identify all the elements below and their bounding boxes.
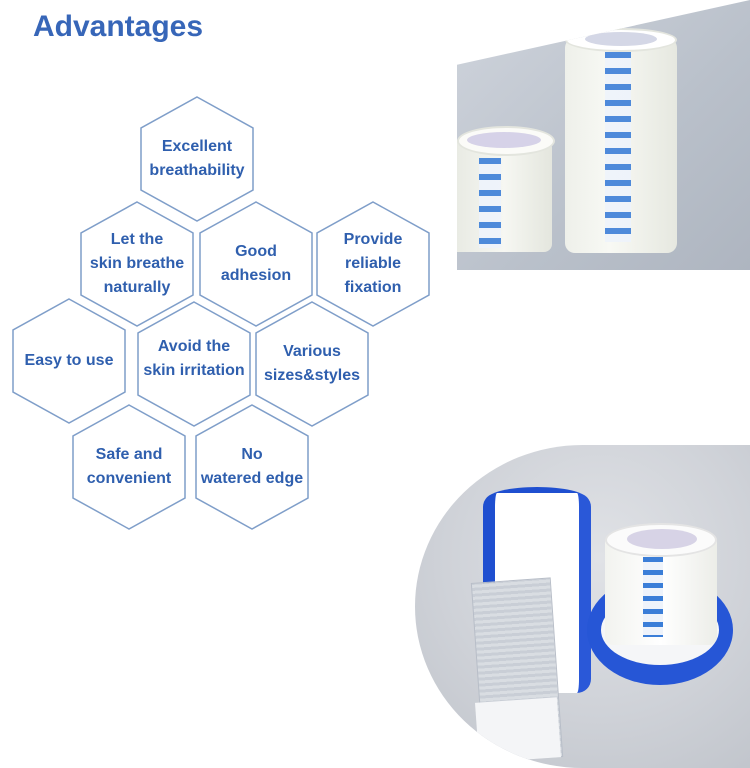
hex-label: watered edge xyxy=(200,470,304,487)
small-tape-roll xyxy=(457,140,552,252)
hex-label: Good xyxy=(235,243,277,260)
hex-avoid-skin-irritation: Avoid the skin irritation xyxy=(134,299,254,429)
page-title: Advantages xyxy=(33,10,204,43)
pe-tape-spools-photo xyxy=(415,445,750,768)
hex-label: Avoid the xyxy=(157,338,231,355)
hex-no-watered-edge: No watered edge xyxy=(192,402,312,532)
hex-label: Let the xyxy=(110,231,164,248)
hex-label: sizes&styles xyxy=(263,367,361,384)
large-roll-core xyxy=(585,32,657,46)
hex-good-adhesion: Good adhesion xyxy=(196,199,316,329)
hex-label: Excellent xyxy=(161,138,233,155)
hex-label: reliable xyxy=(344,255,402,272)
hex-label: Safe and xyxy=(95,446,163,463)
hex-various-sizes: Various sizes&styles xyxy=(252,299,372,429)
hex-safe-convenient: Safe and convenient xyxy=(69,402,189,532)
hex-let-skin-breathe: Let the skin breathe naturally xyxy=(77,199,197,329)
hexagon-icon xyxy=(80,201,194,327)
tape-tip xyxy=(475,697,561,763)
hex-label: Provide xyxy=(343,231,403,248)
arrow-strip-icon xyxy=(479,158,501,248)
small-roll-core xyxy=(467,132,541,148)
hex-label: Various xyxy=(283,343,341,360)
hexagon-icon xyxy=(195,404,309,530)
hex-label: convenient xyxy=(86,470,172,487)
hexagon-icon xyxy=(199,201,313,327)
paper-tape-rolls-photo xyxy=(457,0,750,270)
hexagon-icon xyxy=(72,404,186,530)
hex-reliable-fixation: Provide reliable fixation xyxy=(313,199,433,329)
hexagon-icon xyxy=(12,298,126,424)
hex-label: Easy to use xyxy=(24,352,114,369)
hex-excellent-breathability: Excellent breathability xyxy=(137,94,257,224)
spool-right-core xyxy=(627,529,697,549)
hex-label: naturally xyxy=(103,279,171,296)
hexagon-icon xyxy=(255,301,369,427)
hexagon-icon xyxy=(137,301,251,427)
hex-label: fixation xyxy=(344,279,402,296)
hex-label: No xyxy=(241,446,263,463)
hex-label: breathability xyxy=(149,162,245,179)
hex-easy-to-use: Easy to use xyxy=(9,296,129,426)
hexagon-icon xyxy=(140,96,254,222)
arrow-strip-icon xyxy=(643,557,663,637)
hex-label: skin irritation xyxy=(143,362,245,379)
hex-label: adhesion xyxy=(220,267,292,284)
hex-label: skin breathe xyxy=(89,255,185,272)
hexagon-icon xyxy=(316,201,430,327)
arrow-strip-icon xyxy=(605,52,631,242)
